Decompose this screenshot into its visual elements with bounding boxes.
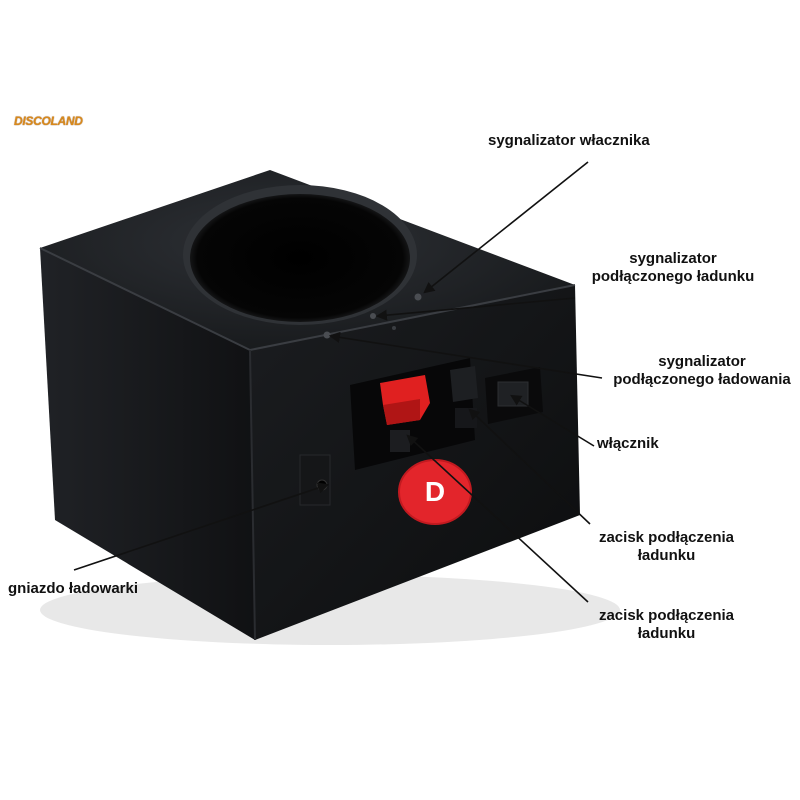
black-clamp-hole [455, 408, 477, 428]
label-charge-clamp-1: zacisk podłączenia ładunku [598, 529, 735, 564]
label-charge-connected-indicator: sygnalizator podłączonego ładunku [591, 250, 755, 285]
charger-socket-panel [299, 454, 331, 506]
label-charger-socket: gniazdo ładowarki [8, 580, 139, 597]
cup-opening [190, 194, 410, 322]
charging-led [323, 331, 331, 339]
power-indicator-led [414, 293, 422, 301]
device-edge [249, 349, 256, 641]
arrow-power-indicator [423, 161, 589, 294]
device-left-face [40, 248, 255, 640]
clamp-hole [390, 430, 410, 452]
brand-badge [399, 460, 471, 524]
black-clamp-lever [450, 366, 478, 402]
label-power-indicator: sygnalizator włacznika [488, 132, 650, 149]
discoland-logo: DISCOLAND [14, 114, 83, 128]
arrow-charge-connected [375, 297, 576, 321]
arrow-clamp-1 [468, 408, 591, 525]
small-hole [392, 326, 396, 330]
badge-letter: D [424, 476, 446, 507]
arrow-charger-socket [73, 482, 330, 571]
device-front-face [250, 285, 580, 640]
label-charge-clamp-2: zacisk podłączenia ładunku [598, 607, 735, 642]
charge-connected-led [370, 313, 376, 319]
arrow-clamp-2 [406, 434, 589, 603]
arrow-charging [328, 331, 603, 379]
red-clamp-shade [383, 399, 420, 425]
label-charging-indicator: sygnalizator podłączonego ładowania [613, 353, 791, 388]
arrow-power-switch [510, 394, 595, 447]
label-power-switch: włącznik [597, 435, 659, 452]
